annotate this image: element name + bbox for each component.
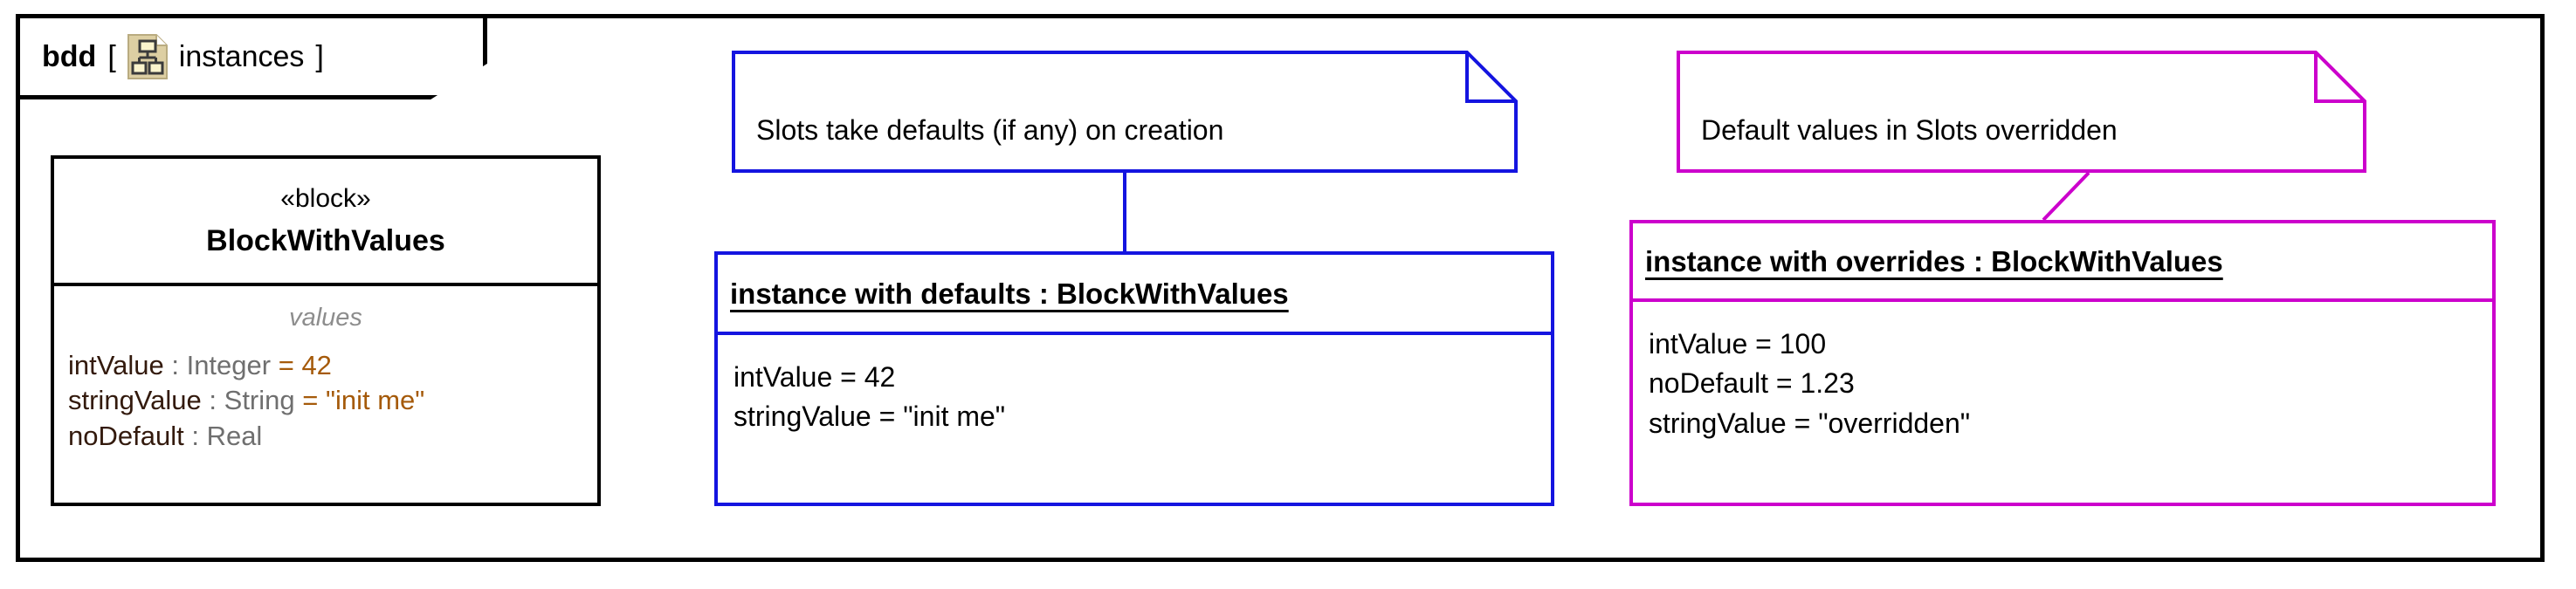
instance-slot-list: intValue = 100 noDefault = 1.23 stringVa… (1633, 302, 2492, 443)
block-property-list: intValue : Integer = 42 stringValue : St… (54, 348, 597, 454)
block-header: «block» BlockWithValues (54, 159, 597, 286)
instance-slot: intValue = 42 (734, 361, 896, 393)
block-property: noDefault : Real (68, 420, 263, 451)
diagram-kind-label: bdd (42, 40, 97, 73)
values-compartment-label: values (289, 304, 362, 332)
block-name: BlockWithValues (206, 224, 445, 257)
block-stereotype: «block» (280, 184, 371, 213)
note-defaults-text: Slots take defaults (if any) on creation (756, 114, 1224, 146)
note-overrides-text: Default values in Slots overridden (1701, 114, 2118, 146)
block-property: intValue : Integer = 42 (68, 350, 332, 380)
instance-header: instance with defaults : BlockWithValues (718, 255, 1551, 335)
instance-slot: intValue = 100 (1649, 328, 1827, 360)
bracket-close: ] (315, 40, 324, 73)
diagram-frame-tab (16, 14, 487, 99)
instance-slot: noDefault = 1.23 (1649, 367, 1855, 400)
block-values-compartment: values intValue : Integer = 42 stringVal… (54, 286, 597, 454)
instance-slot: stringValue = "overridden" (1649, 407, 1971, 439)
block-BlockWithValues[interactable]: «block» BlockWithValues values intValue … (51, 155, 601, 506)
note-overrides: Default values in Slots overridden (1677, 51, 2366, 173)
instance-with-overrides[interactable]: instance with overrides : BlockWithValue… (1629, 220, 2496, 506)
instance-with-defaults[interactable]: instance with defaults : BlockWithValues… (714, 251, 1554, 506)
instance-header: instance with overrides : BlockWithValue… (1633, 223, 2492, 302)
block-definition-diagram-icon (127, 34, 168, 79)
instance-slot: stringValue = "init me" (734, 401, 1006, 433)
block-property: stringValue : String = "init me" (68, 385, 425, 416)
instance-title: instance with defaults : BlockWithValues (730, 277, 1289, 310)
instance-slot-list: intValue = 42 stringValue = "init me" (718, 335, 1551, 437)
instance-title: instance with overrides : BlockWithValue… (1645, 244, 2223, 277)
bracket-open: [ (107, 40, 116, 73)
diagram-name-label: instances (178, 40, 305, 73)
note-defaults: Slots take defaults (if any) on creation (732, 51, 1518, 173)
diagram-frame-tab-content: bdd [ instances ] (16, 14, 487, 99)
